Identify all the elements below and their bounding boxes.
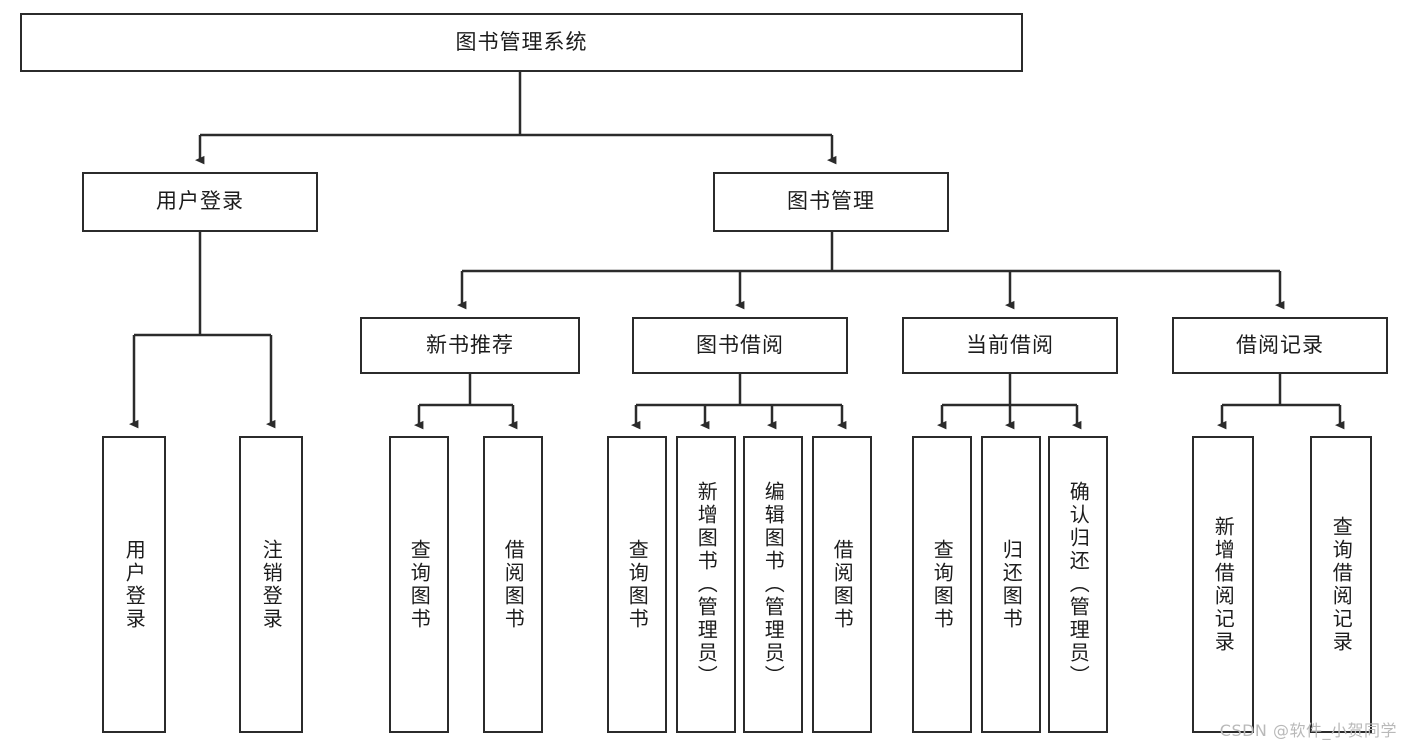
node-root-system[interactable]: 图书管理系统 xyxy=(20,13,1023,72)
node-label: 新书推荐 xyxy=(426,332,514,357)
node-label: 借阅图书 xyxy=(501,538,526,631)
node-label: 归还图书 xyxy=(999,538,1024,631)
node-label: 查询借阅记录 xyxy=(1329,515,1354,654)
node-leaf-query-book-3[interactable]: 查询图书 xyxy=(912,436,972,733)
node-new-book-recommend[interactable]: 新书推荐 xyxy=(360,317,580,374)
node-label: 当前借阅 xyxy=(966,332,1054,357)
node-leaf-return-book[interactable]: 归还图书 xyxy=(981,436,1041,733)
node-label: 图书管理系统 xyxy=(455,29,588,54)
node-label: 借阅记录 xyxy=(1236,332,1324,357)
node-label: 编辑图书（管理员） xyxy=(761,481,786,688)
node-leaf-query-book-1[interactable]: 查询图书 xyxy=(389,436,449,733)
node-label: 确认归还（管理员） xyxy=(1066,481,1091,688)
node-leaf-query-book-2[interactable]: 查询图书 xyxy=(607,436,667,733)
node-label: 图书借阅 xyxy=(696,332,784,357)
node-leaf-borrow-book-1[interactable]: 借阅图书 xyxy=(483,436,543,733)
node-label: 查询图书 xyxy=(407,538,432,631)
node-leaf-add-book[interactable]: 新增图书（管理员） xyxy=(676,436,736,733)
node-label: 新增借阅记录 xyxy=(1211,515,1236,654)
node-borrow-record[interactable]: 借阅记录 xyxy=(1172,317,1388,374)
node-leaf-confirm-return[interactable]: 确认归还（管理员） xyxy=(1048,436,1108,733)
node-current-borrow[interactable]: 当前借阅 xyxy=(902,317,1118,374)
node-label: 查询图书 xyxy=(930,538,955,631)
node-label: 新增图书（管理员） xyxy=(694,481,719,688)
node-leaf-query-record[interactable]: 查询借阅记录 xyxy=(1310,436,1372,733)
node-book-manage[interactable]: 图书管理 xyxy=(713,172,949,232)
node-leaf-add-record[interactable]: 新增借阅记录 xyxy=(1192,436,1254,733)
node-label: 借阅图书 xyxy=(830,538,855,631)
node-leaf-user-login[interactable]: 用户登录 xyxy=(102,436,166,733)
node-label: 图书管理 xyxy=(787,189,875,214)
node-leaf-borrow-book-2[interactable]: 借阅图书 xyxy=(812,436,872,733)
node-book-borrow[interactable]: 图书借阅 xyxy=(632,317,848,374)
node-leaf-edit-book[interactable]: 编辑图书（管理员） xyxy=(743,436,803,733)
node-label: 用户登录 xyxy=(122,538,147,631)
node-leaf-logout[interactable]: 注销登录 xyxy=(239,436,303,733)
node-label: 查询图书 xyxy=(625,538,650,631)
node-label: 用户登录 xyxy=(156,189,244,214)
node-user-login[interactable]: 用户登录 xyxy=(82,172,318,232)
node-label: 注销登录 xyxy=(259,538,284,631)
